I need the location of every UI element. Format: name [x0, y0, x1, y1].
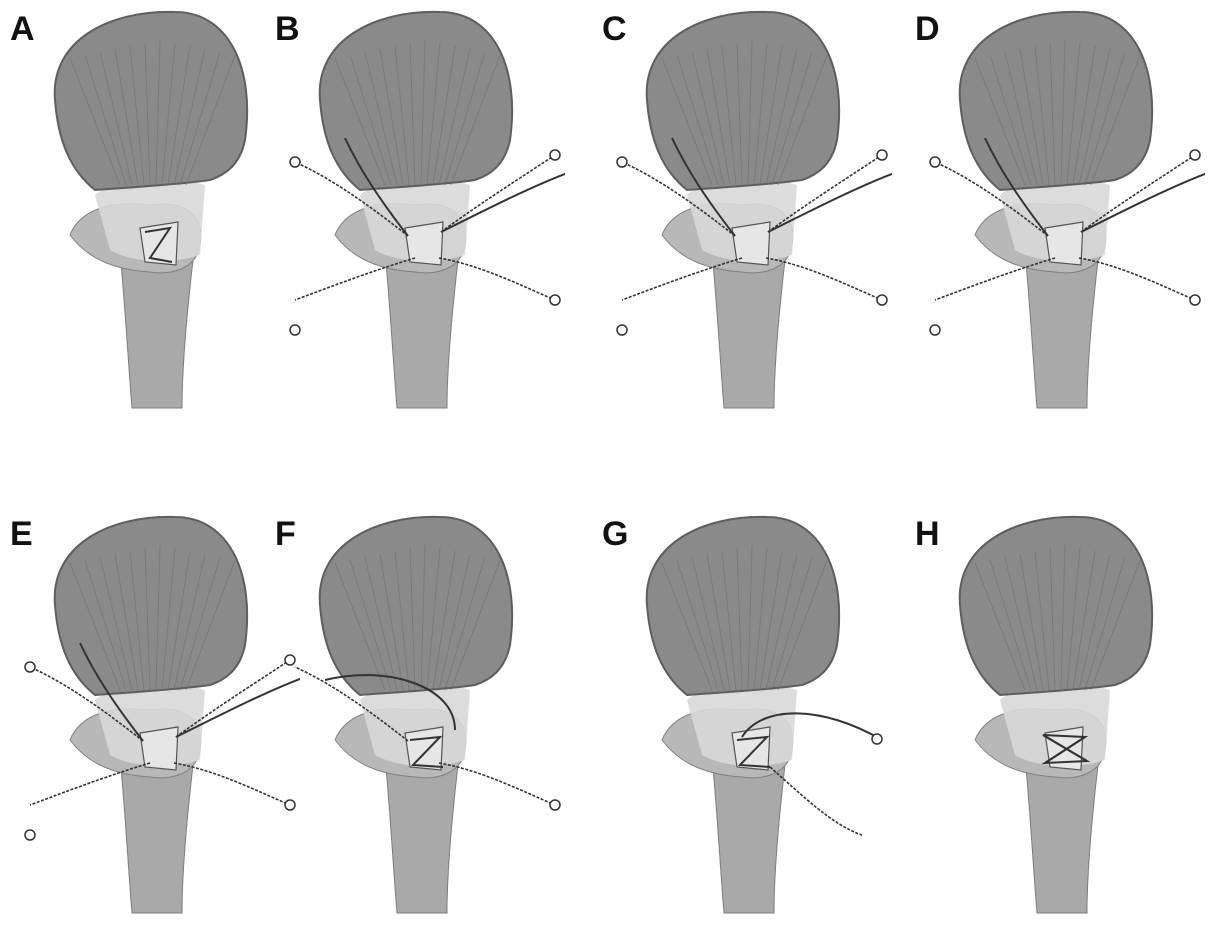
anchor-ring-upper-left: [25, 662, 35, 672]
figure-panel: E: [0, 505, 300, 925]
figure-panel: H: [905, 505, 1205, 925]
anchor-ring: [872, 734, 882, 744]
panel-label: F: [275, 517, 296, 551]
figure-panel: D: [905, 0, 1205, 420]
repair-site: [732, 727, 770, 770]
panel-label: D: [915, 12, 940, 46]
figure-panel: B: [265, 0, 565, 420]
shoulder-illustration: [592, 0, 892, 410]
repair-site: [732, 222, 770, 265]
anchor-ring-lower-right: [550, 295, 560, 305]
anchor-ring-upper-right: [550, 150, 560, 160]
repair-site: [405, 222, 443, 265]
muscle-belly: [320, 517, 512, 695]
muscle-belly: [960, 517, 1152, 695]
shoulder-illustration: [0, 0, 300, 410]
muscle-belly: [647, 517, 839, 695]
muscle-belly: [960, 12, 1152, 190]
anchor-ring-lower-right: [1190, 295, 1200, 305]
anchor-ring-upper-right: [1190, 150, 1200, 160]
panel-label: H: [915, 517, 940, 551]
panel-label: A: [10, 12, 35, 46]
anchor-ring-lower-right: [877, 295, 887, 305]
anchor-ring-lower-left: [617, 325, 627, 335]
figure-panel: G: [592, 505, 892, 925]
muscle-belly: [55, 12, 247, 190]
repair-site: [140, 727, 178, 770]
shoulder-illustration: [265, 505, 565, 915]
shoulder-illustration: [905, 505, 1205, 915]
anchor-ring-upper-left: [617, 157, 627, 167]
anchor-ring-upper-left: [930, 157, 940, 167]
repair-site: [405, 727, 443, 770]
panel-label: G: [602, 517, 628, 551]
shoulder-illustration: [592, 505, 892, 915]
muscle-belly: [55, 517, 247, 695]
anchor-ring-lower-left: [290, 325, 300, 335]
anchor-ring: [550, 800, 560, 810]
repair-site: [1045, 222, 1083, 265]
anchor-ring-upper-left: [290, 157, 300, 167]
figure-panel: C: [592, 0, 892, 420]
muscle-belly: [320, 12, 512, 190]
shoulder-illustration: [905, 0, 1205, 410]
anchor-ring-lower-left: [930, 325, 940, 335]
panel-label: E: [10, 517, 33, 551]
panel-label: B: [275, 12, 300, 46]
anchor-ring-lower-left: [25, 830, 35, 840]
anchor-ring-upper-right: [877, 150, 887, 160]
figure-panel: F: [265, 505, 565, 925]
shoulder-illustration: [265, 0, 565, 410]
figure-panel: A: [0, 0, 300, 420]
muscle-belly: [647, 12, 839, 190]
shoulder-illustration: [0, 505, 300, 915]
panel-label: C: [602, 12, 627, 46]
